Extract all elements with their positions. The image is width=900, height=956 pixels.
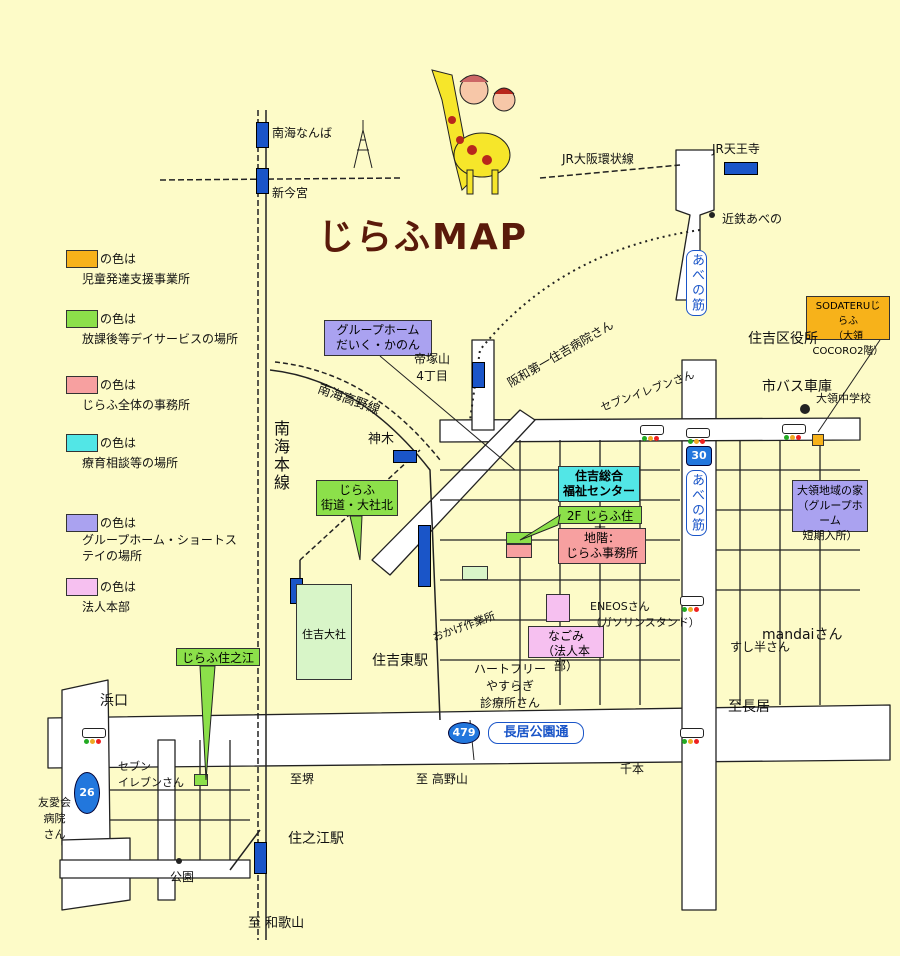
legend-desc: 放課後等デイサービスの場所 bbox=[82, 331, 239, 346]
legend-label: の色は bbox=[100, 378, 137, 392]
legend-item-hq: の色は 法人本部 bbox=[66, 576, 136, 615]
legend-label: の色は bbox=[100, 252, 137, 266]
pin-icon bbox=[709, 212, 715, 218]
route-479-shield: 479 bbox=[448, 722, 480, 744]
label-hamaguchi: 浜口 bbox=[100, 693, 128, 709]
street-abenosuji-top: あべの筋 bbox=[686, 250, 707, 316]
station-icon[interactable] bbox=[256, 168, 269, 194]
tower-icon bbox=[348, 120, 378, 170]
place-jimusho-marker bbox=[506, 544, 532, 558]
legend-desc: 法人本部 bbox=[82, 599, 131, 614]
pin-icon bbox=[176, 858, 182, 864]
legend-desc: 療育相談等の場所 bbox=[82, 455, 179, 470]
label-seven-low: セブン イレブンさん bbox=[118, 760, 184, 789]
label-sumiyoshi-ku: 住吉区役所 bbox=[748, 331, 818, 347]
place-sumiyoshi-fukushi[interactable]: 住吉総合 福祉センター bbox=[558, 466, 640, 502]
legend-item-dayservice: の色は 放課後等デイサービスの場所 bbox=[66, 308, 252, 347]
label-kintetsu-abeno: 近鉄あべの bbox=[722, 212, 783, 226]
traffic-signal-icon bbox=[640, 425, 664, 441]
label-suminoe-eki: 住之江駅 bbox=[288, 831, 344, 847]
label-shinimamiya: 新今宮 bbox=[272, 186, 309, 200]
label-sumiyoshi-higashi: 住吉東駅 bbox=[372, 653, 428, 669]
place-suminoe-marker bbox=[194, 774, 208, 786]
label-jr-tennoji: JR天王寺 bbox=[712, 142, 760, 156]
place-sodateru[interactable]: SODATERUじらふ （大領COCORO2階） bbox=[806, 296, 890, 357]
place-nagomi-marker bbox=[546, 594, 570, 622]
traffic-signal-icon bbox=[680, 728, 704, 744]
label-mandai: mandaiさん bbox=[762, 627, 843, 643]
route-30-shield: 30 bbox=[686, 446, 712, 466]
place-jirafu-jimusho[interactable]: 地階： じらふ事務所 bbox=[558, 528, 646, 564]
place-oryo-house[interactable]: 大領地域の家 （グループホーム 短期入所） bbox=[792, 480, 868, 542]
station-icon[interactable] bbox=[472, 362, 485, 388]
route-26-shield: 26 bbox=[74, 772, 100, 814]
legend-label: の色は bbox=[100, 312, 137, 326]
label-to-nagai: 至長居 bbox=[728, 699, 770, 715]
traffic-signal-icon bbox=[680, 596, 704, 612]
label-kamiki: 神木 bbox=[368, 432, 395, 447]
legend-item-children: の色は 児童発達支援事業所 bbox=[66, 248, 190, 287]
label-to-sakai: 至堺 bbox=[290, 772, 315, 786]
label-oryo-jhs: 大領中学校 bbox=[816, 392, 871, 405]
place-okage-marker bbox=[462, 566, 488, 580]
legend-desc: じらふ全体の事務所 bbox=[82, 397, 191, 412]
traffic-signal-icon bbox=[686, 428, 710, 444]
label-nankai-namba: 南海なんば bbox=[272, 126, 333, 140]
legend-label: の色は bbox=[100, 580, 137, 594]
label-sushi: すし半さん bbox=[730, 640, 791, 654]
station-icon[interactable] bbox=[256, 122, 269, 148]
label-to-wakayama: 至 和歌山 bbox=[248, 916, 305, 931]
label-senbon: 千本 bbox=[620, 762, 645, 776]
place-sodateru-marker bbox=[812, 434, 824, 446]
label-eneos: ENEOSさん （ガソリンスタンド） bbox=[590, 600, 700, 629]
station-icon[interactable] bbox=[254, 842, 267, 874]
traffic-signal-icon bbox=[82, 728, 106, 744]
station-icon[interactable] bbox=[724, 162, 758, 175]
road-diagonal bbox=[371, 409, 536, 576]
legend-desc: 児童発達支援事業所 bbox=[82, 271, 191, 286]
pin-icon[interactable] bbox=[800, 404, 810, 414]
map-title: じらふMAP bbox=[318, 217, 529, 258]
legend-label: の色は bbox=[100, 436, 137, 450]
place-nagomi[interactable]: なごみ （法人本部） bbox=[528, 626, 604, 673]
legend-item-consult: の色は 療育相談等の場所 bbox=[66, 432, 178, 471]
label-heart: ハートフリー やすらぎ 診療所さん bbox=[474, 662, 547, 710]
road-suminoe-h bbox=[59, 859, 251, 879]
street-nagai-koen: 長居公園通 bbox=[488, 722, 584, 744]
legend-desc: グループホーム・ショートステイの場所 bbox=[82, 532, 237, 563]
place-grouphome-daiku[interactable]: グループホーム だいく・かのん bbox=[324, 320, 432, 356]
legend-item-office: の色は じらふ全体の事務所 bbox=[66, 374, 190, 413]
place-sumiyoshi-taisha[interactable]: 住吉大社 bbox=[296, 584, 352, 680]
legend-label: の色は bbox=[100, 516, 137, 530]
giraffe-mascot-icon bbox=[412, 60, 532, 200]
label-shibus: 市バス車庫 bbox=[762, 379, 832, 395]
label-yuai: 友愛会 病院 さん bbox=[38, 796, 71, 841]
rail-label-nankai-honsen: 南海本線 bbox=[271, 420, 290, 492]
label-jr-kanjo: JR大阪環状線 bbox=[562, 152, 634, 166]
traffic-signal-icon bbox=[782, 424, 806, 440]
label-to-koyasan: 至 高野山 bbox=[416, 772, 468, 786]
street-abenosuji-mid: あべの筋 bbox=[686, 470, 707, 536]
label-tezukayama: 帝塚山 4丁目 bbox=[414, 352, 451, 383]
label-park: 公園 bbox=[170, 870, 195, 884]
place-jirafu-sumiyoshi-marker bbox=[506, 532, 532, 544]
station-icon[interactable] bbox=[418, 525, 431, 587]
rail-lines bbox=[159, 110, 701, 940]
place-jirafu-suminoe[interactable]: じらふ住之江 bbox=[176, 648, 260, 666]
station-icon[interactable] bbox=[393, 450, 417, 463]
legend-item-grouphome: の色は グループホーム・ショートステイの場所 bbox=[66, 512, 242, 564]
